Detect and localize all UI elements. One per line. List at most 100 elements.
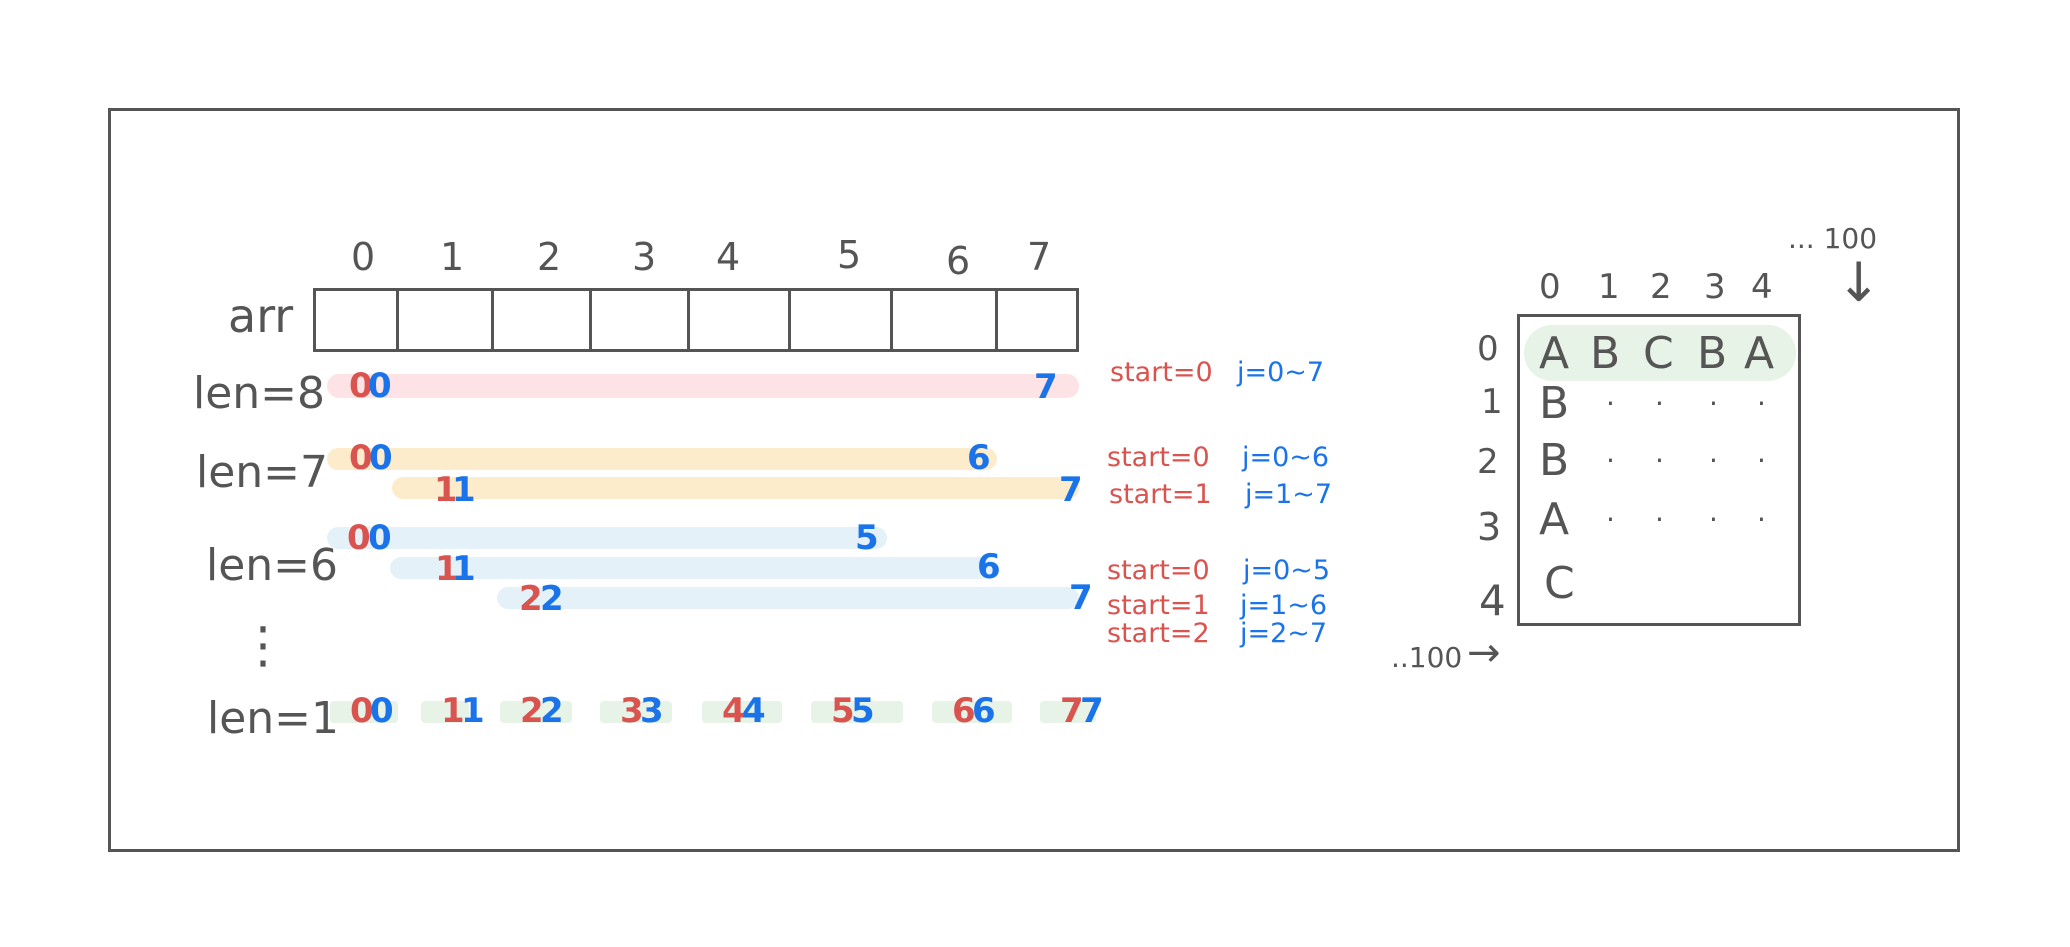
len-1-end-digit: 4 [742,691,766,731]
grid-left-letter-2: B [1539,435,1570,486]
len-1-end-digit: 0 [370,691,394,731]
array-index-7: 7 [1027,235,1052,279]
len-6-bar-0-j-annotation: j=0~5 [1243,555,1331,586]
len-1-start-digit: 7 [1060,691,1084,731]
len-6-bar-2-start-a: 2 [519,579,543,619]
len-6-bar-0-start-a: 0 [347,518,371,558]
len-1-end-digit: 7 [1080,691,1104,731]
grid-row-index-0: 0 [1477,329,1499,369]
len-6-bar-1-end: 6 [977,547,1001,587]
array-index-5: 5 [837,233,862,277]
len-8-start-annotation: start=0 [1110,357,1213,388]
len-1-start-digit: 3 [620,691,644,731]
len-7-bar-0 [327,448,997,470]
len-6-bar-0-end: 5 [855,518,879,558]
grid-col-index-0: 0 [1539,267,1561,307]
len-6-bar-2-end: 7 [1069,578,1093,618]
len-1-cell-highlight [1040,701,1096,723]
array-cell-divider [396,288,399,352]
len-7-bar-1-start-a: 1 [434,470,458,510]
len-8-start-a: 0 [349,366,373,406]
len-8-bar [327,374,1079,398]
grid-dot: . [1709,495,1718,528]
len-1-start-digit: 5 [831,691,855,731]
len-1-label: len=1 [207,693,340,744]
array-index-4: 4 [716,235,741,279]
array-cell-divider [890,288,893,352]
grid-row-index-4: 4 [1479,576,1506,625]
grid-dot: . [1709,436,1718,469]
grid-dot: . [1709,379,1718,412]
len-1-cell-highlight [811,701,903,723]
len-1-start-digit: 6 [952,691,976,731]
len-1-cell-highlight [330,701,398,723]
len-7-bar-0-start-annotation: start=0 [1107,442,1210,473]
len-1-start-digit: 2 [520,691,544,731]
len-6-bar-2-start-b: 2 [540,579,564,619]
array-label: arr [228,289,294,343]
len-1-start-digit: 0 [350,691,374,731]
len-8-label: len=8 [193,368,326,419]
grid-top-row-highlight [1524,325,1796,381]
len-6-bar-2 [497,587,1079,609]
grid-dot: . [1757,436,1766,469]
len-6-bar-0-start-b: 0 [368,518,392,558]
len-6-bar-1 [390,557,994,579]
len-6-bar-0-start-annotation: start=0 [1107,555,1210,586]
array-index-1: 1 [440,235,465,279]
len-1-end-digit: 1 [461,691,485,731]
len-6-bar-2-start-annotation: start=2 [1107,618,1210,649]
top-right-label: ... 100 [1788,222,1878,255]
len-8-end: 7 [1034,367,1058,407]
grid-top-letter-3: B [1697,328,1728,379]
len-6-bar-1-start-annotation: start=1 [1107,590,1210,621]
grid-left-letter-3: A [1539,494,1570,545]
grid-dot: . [1655,495,1664,528]
grid-dot: . [1757,379,1766,412]
len-7-bar-0-j-annotation: j=0~6 [1242,442,1330,473]
len-6-bar-1-start-b: 1 [452,549,476,589]
right-arrow-icon: → [1467,630,1501,676]
grid-dot: . [1606,495,1615,528]
len-1-start-digit: 4 [722,691,746,731]
len-1-end-digit: 2 [540,691,564,731]
len-6-bar-1-j-annotation: j=1~6 [1240,590,1328,621]
grid-top-letter-2: C [1643,328,1674,379]
grid-dot: . [1655,436,1664,469]
len-1-end-digit: 3 [640,691,664,731]
grid-col-index-3: 3 [1704,267,1726,307]
array-index-3: 3 [632,235,657,279]
grid-left-letter-4: C [1544,558,1575,609]
len-1-cell-highlight [500,701,572,723]
array-index-0: 0 [351,235,376,279]
len-1-end-digit: 5 [851,691,875,731]
array-cell-divider [687,288,690,352]
grid-col-index-4: 4 [1751,267,1773,307]
len-8-j-annotation: j=0~7 [1237,357,1325,388]
len-7-bar-0-start-b: 0 [369,438,393,478]
len-6-bar-0 [327,527,887,549]
diagram-frame [108,108,1960,852]
array-cell-divider [491,288,494,352]
len-1-end-digit: 6 [972,691,996,731]
len-1-cell-highlight [600,701,672,723]
grid-left-letter-1: B [1539,378,1570,429]
len-6-label: len=6 [206,540,339,591]
grid-dot: . [1606,379,1615,412]
len-1-cell-highlight [421,701,469,723]
array-cell-divider [995,288,998,352]
grid-dot: . [1655,379,1664,412]
grid-top-letter-1: B [1590,328,1621,379]
down-arrow-icon: ↓ [1836,251,1882,314]
len-1-cell-highlight [932,701,1012,723]
grid-col-index-2: 2 [1650,267,1672,307]
len-7-bar-0-end: 6 [967,438,991,478]
array-index-6: 6 [946,239,971,283]
len-7-bar-1-end: 7 [1059,470,1083,510]
grid-top-letter-4: A [1744,328,1775,379]
grid-dot: . [1757,495,1766,528]
grid-row-index-3: 3 [1477,505,1502,549]
grid-row-index-2: 2 [1477,442,1499,482]
bottom-left-label: ..100 [1391,641,1463,674]
grid-row-index-1: 1 [1481,382,1503,422]
